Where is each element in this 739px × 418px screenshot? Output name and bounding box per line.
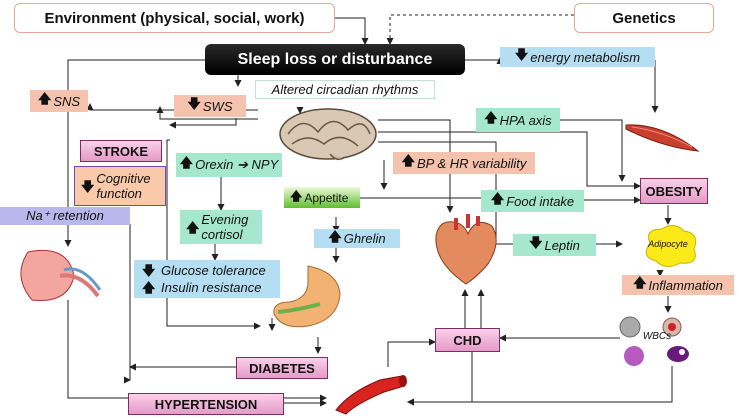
glucose-insulin-box: 🡇 Glucose tolerance 🡅 Insulin resistance (134, 260, 280, 298)
na-retention-label: Na⁺ retention (26, 208, 104, 223)
orexin-npy-label: Orexin ➔ NPY (195, 157, 279, 172)
leptin-label: Leptin (544, 237, 580, 253)
up-arrow-icon: 🡅 (142, 280, 156, 295)
ghrelin-box: 🡅 Ghrelin (314, 229, 400, 248)
down-arrow-icon: 🡇 (514, 47, 529, 62)
up-arrow-icon: 🡅 (37, 91, 52, 106)
brain-image (279, 108, 377, 161)
wbcs-label-box: WBCs (640, 329, 674, 343)
bp-hr-box: 🡅 BP & HR variability (393, 152, 535, 174)
environment-label: Environment (physical, social, work) (44, 9, 305, 27)
appetite-box: 🡅 Appetite (284, 187, 360, 208)
obesity-label: OBESITY (645, 183, 703, 199)
sns-label: SNS (53, 93, 81, 109)
food-intake-box: 🡅 Food intake (481, 190, 584, 212)
energy-metabolism-label: energy metabolism (530, 49, 641, 65)
chd-label: CHD (453, 332, 482, 348)
sleep-loss-box: Sleep loss or disturbance (205, 44, 465, 75)
down-arrow-icon: 🡇 (142, 263, 156, 278)
insulin-resistance-label: Insulin resistance (161, 280, 262, 295)
blood-vessel-image (335, 375, 407, 415)
hpa-axis-label: HPA axis (499, 112, 552, 128)
cognitive-function-box: 🡇 Cognitive function (74, 166, 166, 206)
genetics-label: Genetics (612, 9, 676, 27)
sws-label: SWS (202, 98, 233, 114)
wbcs-image (619, 316, 689, 366)
cognitive-function-label: Cognitive function (96, 171, 151, 201)
up-arrow-icon: 🡅 (401, 153, 416, 168)
kidney-image (20, 249, 102, 301)
na-retention-box: Na⁺ retention (0, 207, 130, 225)
adipocyte-label: Adipocyte (648, 239, 688, 249)
sws-box: 🡇 SWS (174, 95, 246, 117)
sleep-loss-label: Sleep loss or disturbance (237, 50, 433, 68)
heart-image (435, 214, 497, 285)
ghrelin-label: Ghrelin (343, 231, 386, 246)
energy-metabolism-box: 🡇 energy metabolism (500, 47, 655, 67)
obesity-box: OBESITY (640, 178, 708, 204)
pancreas-image (273, 265, 341, 328)
stroke-label: STROKE (93, 143, 149, 159)
evening-cortisol-box: 🡅 Evening cortisol (180, 210, 262, 244)
environment-box: Environment (physical, social, work) (14, 3, 335, 33)
inflammation-box: 🡅 Inflammation (622, 275, 734, 295)
insulin-resistance-row: 🡅 Insulin resistance (142, 279, 261, 296)
leptin-box: 🡇 Leptin (513, 234, 596, 256)
orexin-npy-box: 🡅 Orexin ➔ NPY (176, 153, 282, 177)
hpa-axis-box: 🡅 HPA axis (476, 108, 560, 132)
diabetes-box: DIABETES (236, 357, 328, 379)
down-arrow-icon: 🡇 (529, 235, 543, 250)
appetite-label: Appetite (304, 190, 349, 205)
down-arrow-icon: 🡇 (81, 178, 95, 194)
inflammation-label: Inflammation (648, 277, 723, 293)
up-arrow-icon: 🡅 (328, 228, 342, 244)
wbcs-label: WBCs (642, 330, 672, 342)
genetics-box: Genetics (574, 3, 714, 33)
sns-box: 🡅 SNS (30, 90, 88, 112)
up-arrow-icon: 🡅 (179, 155, 194, 170)
food-intake-label: Food intake (506, 193, 575, 209)
evening-cortisol-label: Evening cortisol (201, 212, 249, 242)
diabetes-label: DIABETES (249, 360, 315, 376)
down-arrow-icon: 🡇 (187, 96, 201, 111)
bp-hr-label: BP & HR variability (417, 155, 527, 171)
up-arrow-icon: 🡅 (490, 191, 505, 206)
adipocyte-label-box: Adipocyte (643, 237, 693, 251)
chd-box: CHD (435, 328, 500, 352)
up-arrow-icon: 🡅 (186, 219, 200, 235)
adipocyte-image (645, 225, 697, 267)
hypertension-label: HYPERTENSION (154, 396, 258, 412)
glucose-tolerance-label: Glucose tolerance (161, 263, 266, 278)
up-arrow-icon: 🡅 (290, 189, 303, 203)
glucose-tolerance-row: 🡇 Glucose tolerance (142, 262, 266, 279)
altered-circadian-label: Altered circadian rhythms (271, 82, 419, 97)
muscle-image (625, 124, 700, 152)
stroke-box: STROKE (80, 140, 162, 162)
altered-circadian-box: Altered circadian rhythms (255, 80, 435, 99)
up-arrow-icon: 🡅 (484, 110, 498, 125)
hypertension-box: HYPERTENSION (128, 393, 284, 415)
up-arrow-icon: 🡅 (633, 275, 647, 290)
